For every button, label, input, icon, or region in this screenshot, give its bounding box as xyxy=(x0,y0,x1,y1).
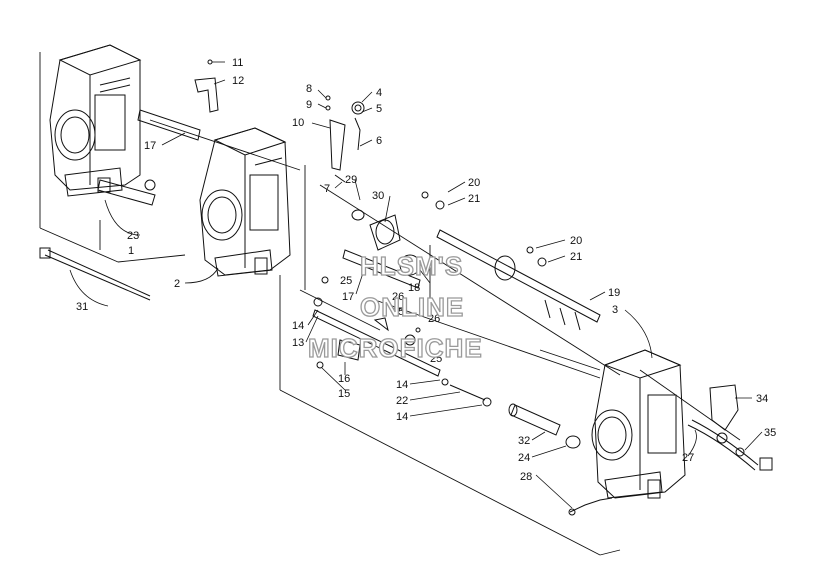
callout-25b: 25 xyxy=(392,306,404,318)
callout-12: 12 xyxy=(232,75,244,87)
callout-3: 3 xyxy=(612,304,618,316)
callout-labels: 11 12 8 9 10 4 5 6 7 17 23 1 2 31 29 30 … xyxy=(76,57,776,483)
callout-18: 18 xyxy=(408,282,420,294)
callout-24: 24 xyxy=(518,452,530,464)
callout-14a: 14 xyxy=(292,320,304,332)
callout-14c: 14 xyxy=(396,411,408,423)
callout-26b: 26 xyxy=(428,313,440,325)
callout-13: 13 xyxy=(292,337,304,349)
callout-25c: 25 xyxy=(430,353,442,365)
carburetor-2 xyxy=(199,127,291,277)
callout-16: 16 xyxy=(338,373,350,385)
callout-31: 31 xyxy=(76,301,88,313)
callout-29: 29 xyxy=(345,174,357,186)
callout-10: 10 xyxy=(292,117,304,129)
callout-2: 2 xyxy=(174,278,180,290)
carburetor-3 xyxy=(591,349,686,499)
callout-28: 28 xyxy=(520,471,532,483)
callout-8: 8 xyxy=(306,83,312,95)
callout-27: 27 xyxy=(682,452,694,464)
callout-20a: 20 xyxy=(468,177,480,189)
callout-17b: 17 xyxy=(342,291,354,303)
callout-21b: 21 xyxy=(570,251,582,263)
callout-1: 1 xyxy=(128,245,134,257)
callout-21a: 21 xyxy=(468,193,480,205)
watermark: HLSM'S ONLINE MICROFICHE xyxy=(307,250,483,363)
callout-19: 19 xyxy=(608,287,620,299)
watermark-line-1: HLSM'S xyxy=(360,251,463,281)
callout-23: 23 xyxy=(127,230,139,242)
callout-5: 5 xyxy=(376,103,382,115)
callout-22: 22 xyxy=(396,395,408,407)
leader-lines xyxy=(69,61,763,509)
callout-11: 11 xyxy=(232,57,243,69)
callout-25a: 25 xyxy=(340,275,352,287)
callout-15: 15 xyxy=(338,388,350,400)
watermark-line-2: ONLINE xyxy=(360,292,464,322)
callout-35: 35 xyxy=(764,427,776,439)
callout-17a: 17 xyxy=(144,140,156,152)
callout-14b: 14 xyxy=(396,379,408,391)
callout-26a: 26 xyxy=(392,291,404,303)
callout-30: 30 xyxy=(372,190,384,202)
callout-7: 7 xyxy=(324,183,330,195)
callout-6: 6 xyxy=(376,135,382,147)
carburetor-1 xyxy=(49,44,142,197)
callout-4: 4 xyxy=(376,87,382,99)
watermark-line-3: MICROFICHE xyxy=(308,333,483,363)
callout-34: 34 xyxy=(756,393,768,405)
callout-32: 32 xyxy=(518,435,530,447)
callout-20b: 20 xyxy=(570,235,582,247)
linkage-parts xyxy=(39,59,773,516)
callout-9: 9 xyxy=(306,99,312,111)
assembly-lines xyxy=(39,52,741,556)
